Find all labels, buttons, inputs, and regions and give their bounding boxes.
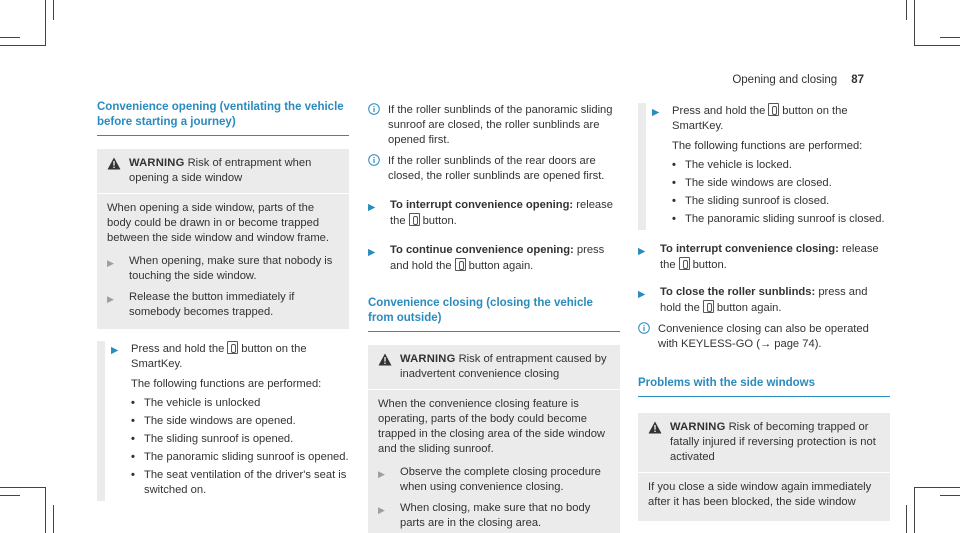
list-item: •The side windows are closed.: [672, 177, 832, 189]
crop-mark: [914, 45, 960, 46]
crop-mark: [0, 487, 46, 488]
function-list: •The vehicle is unlocked •The side windo…: [131, 396, 349, 498]
list-item: •The vehicle is locked.: [672, 159, 792, 171]
warning-body: When opening a side window, parts of the…: [107, 202, 330, 244]
section-heading-convenience-closing: Convenience closing (closing the vehicle…: [368, 296, 620, 332]
column-2: If the roller sunblinds of the panoramic…: [368, 103, 620, 533]
function-list: •The vehicle is locked. •The side window…: [672, 158, 890, 227]
step-arrow-icon: ▶: [638, 246, 646, 257]
warning-triangle-icon: [648, 421, 670, 465]
crop-mark: [53, 505, 54, 533]
warning-label: WARNING: [129, 157, 185, 169]
smartkey-button-icon: [408, 213, 420, 226]
list-item: •The seat ventilation of the driver's se…: [131, 469, 347, 496]
crop-mark: [0, 495, 20, 496]
crop-mark: [940, 495, 960, 496]
crop-mark: [914, 487, 915, 533]
step-arrow-icon: ▶: [652, 107, 660, 118]
warning-box: WARNING Risk of becoming trapped or fata…: [638, 413, 890, 521]
warning-triangle-icon: [378, 353, 400, 382]
column-1: Convenience opening (ventilating the veh…: [97, 100, 349, 511]
list-item: •The sliding sunroof is closed.: [672, 195, 830, 207]
warning-step: ▶ Observe the complete closing procedure…: [378, 466, 601, 493]
info-icon: [638, 322, 658, 352]
step-arrow-icon: ▶: [107, 258, 114, 268]
warning-label: WARNING: [400, 353, 456, 365]
step-arrow-icon: ▶: [378, 469, 385, 479]
crop-mark: [45, 487, 46, 533]
page-reference-note: Convenience closing can also be operated…: [658, 323, 869, 350]
page-number: 87: [851, 74, 864, 86]
list-item: •The panoramic sliding sunroof is opened…: [131, 451, 349, 463]
warning-body: If you close a side window again immedia…: [648, 481, 872, 508]
instruction-step: ▶ To continue convenience opening: press…: [368, 244, 605, 272]
warning-title: Risk of entrapment caused by inadvertent…: [400, 353, 607, 380]
list-item: •The vehicle is unlocked: [131, 397, 261, 409]
warning-step: ▶ When opening, make sure that nobody is…: [107, 255, 333, 282]
list-item: •The side windows are opened.: [131, 415, 296, 427]
warning-body: When the convenience closing feature is …: [378, 398, 606, 455]
info-icon: [368, 103, 388, 148]
warning-title: Risk of becoming trapped or fatally inju…: [670, 421, 876, 463]
crop-mark: [906, 505, 907, 533]
warning-title: Risk of entrapment when opening a side w…: [129, 157, 312, 184]
smartkey-button-icon: [454, 258, 466, 271]
step-arrow-icon: ▶: [368, 202, 376, 213]
step-arrow-icon: ▶: [111, 345, 119, 356]
warning-triangle-icon: [107, 157, 129, 186]
info-note: Convenience closing can also be operated…: [638, 322, 890, 352]
smartkey-button-icon: [227, 341, 239, 354]
crop-mark: [914, 0, 915, 46]
step-arrow-icon: ▶: [378, 505, 385, 515]
smartkey-button-icon: [702, 300, 714, 313]
crop-mark: [0, 45, 46, 46]
crop-mark: [906, 0, 907, 20]
crop-mark: [53, 0, 54, 20]
list-item: •The sliding sunroof is opened.: [131, 433, 294, 445]
step-arrow-icon: ▶: [368, 247, 376, 258]
instruction-step: ▶ To close the roller sunblinds: press a…: [638, 286, 868, 314]
page-header: Opening and closing 87: [732, 73, 864, 88]
warning-step: ▶ When closing, make sure that no body p…: [378, 502, 591, 529]
section-heading-convenience-opening: Convenience opening (ventilating the veh…: [97, 100, 349, 136]
crop-mark: [0, 37, 20, 38]
instruction-step: ▶ To interrupt convenience opening: rele…: [368, 199, 613, 227]
warning-box: WARNING Risk of entrapment when opening …: [97, 149, 349, 329]
info-note: If the roller sunblinds of the rear door…: [368, 154, 620, 184]
smartkey-button-icon: [768, 103, 780, 116]
info-note: If the roller sunblinds of the panoramic…: [368, 103, 620, 148]
crop-mark: [45, 0, 46, 46]
section-heading-side-window-problems: Problems with the side windows: [638, 376, 890, 397]
step-arrow-icon: ▶: [638, 289, 646, 300]
warning-box: WARNING Risk of entrapment caused by ina…: [368, 345, 620, 533]
crop-mark: [914, 487, 960, 488]
info-icon: [368, 154, 388, 184]
warning-label: WARNING: [670, 421, 726, 433]
list-item: •The panoramic sliding sunroof is closed…: [672, 213, 885, 225]
section-title: Opening and closing: [732, 74, 838, 86]
crop-mark: [940, 37, 960, 38]
warning-step: ▶ Release the button immediately if some…: [107, 291, 295, 318]
instruction-step: ▶ To interrupt convenience closing: rele…: [638, 243, 879, 271]
step-arrow-icon: ▶: [107, 294, 114, 304]
smartkey-button-icon: [678, 257, 690, 270]
